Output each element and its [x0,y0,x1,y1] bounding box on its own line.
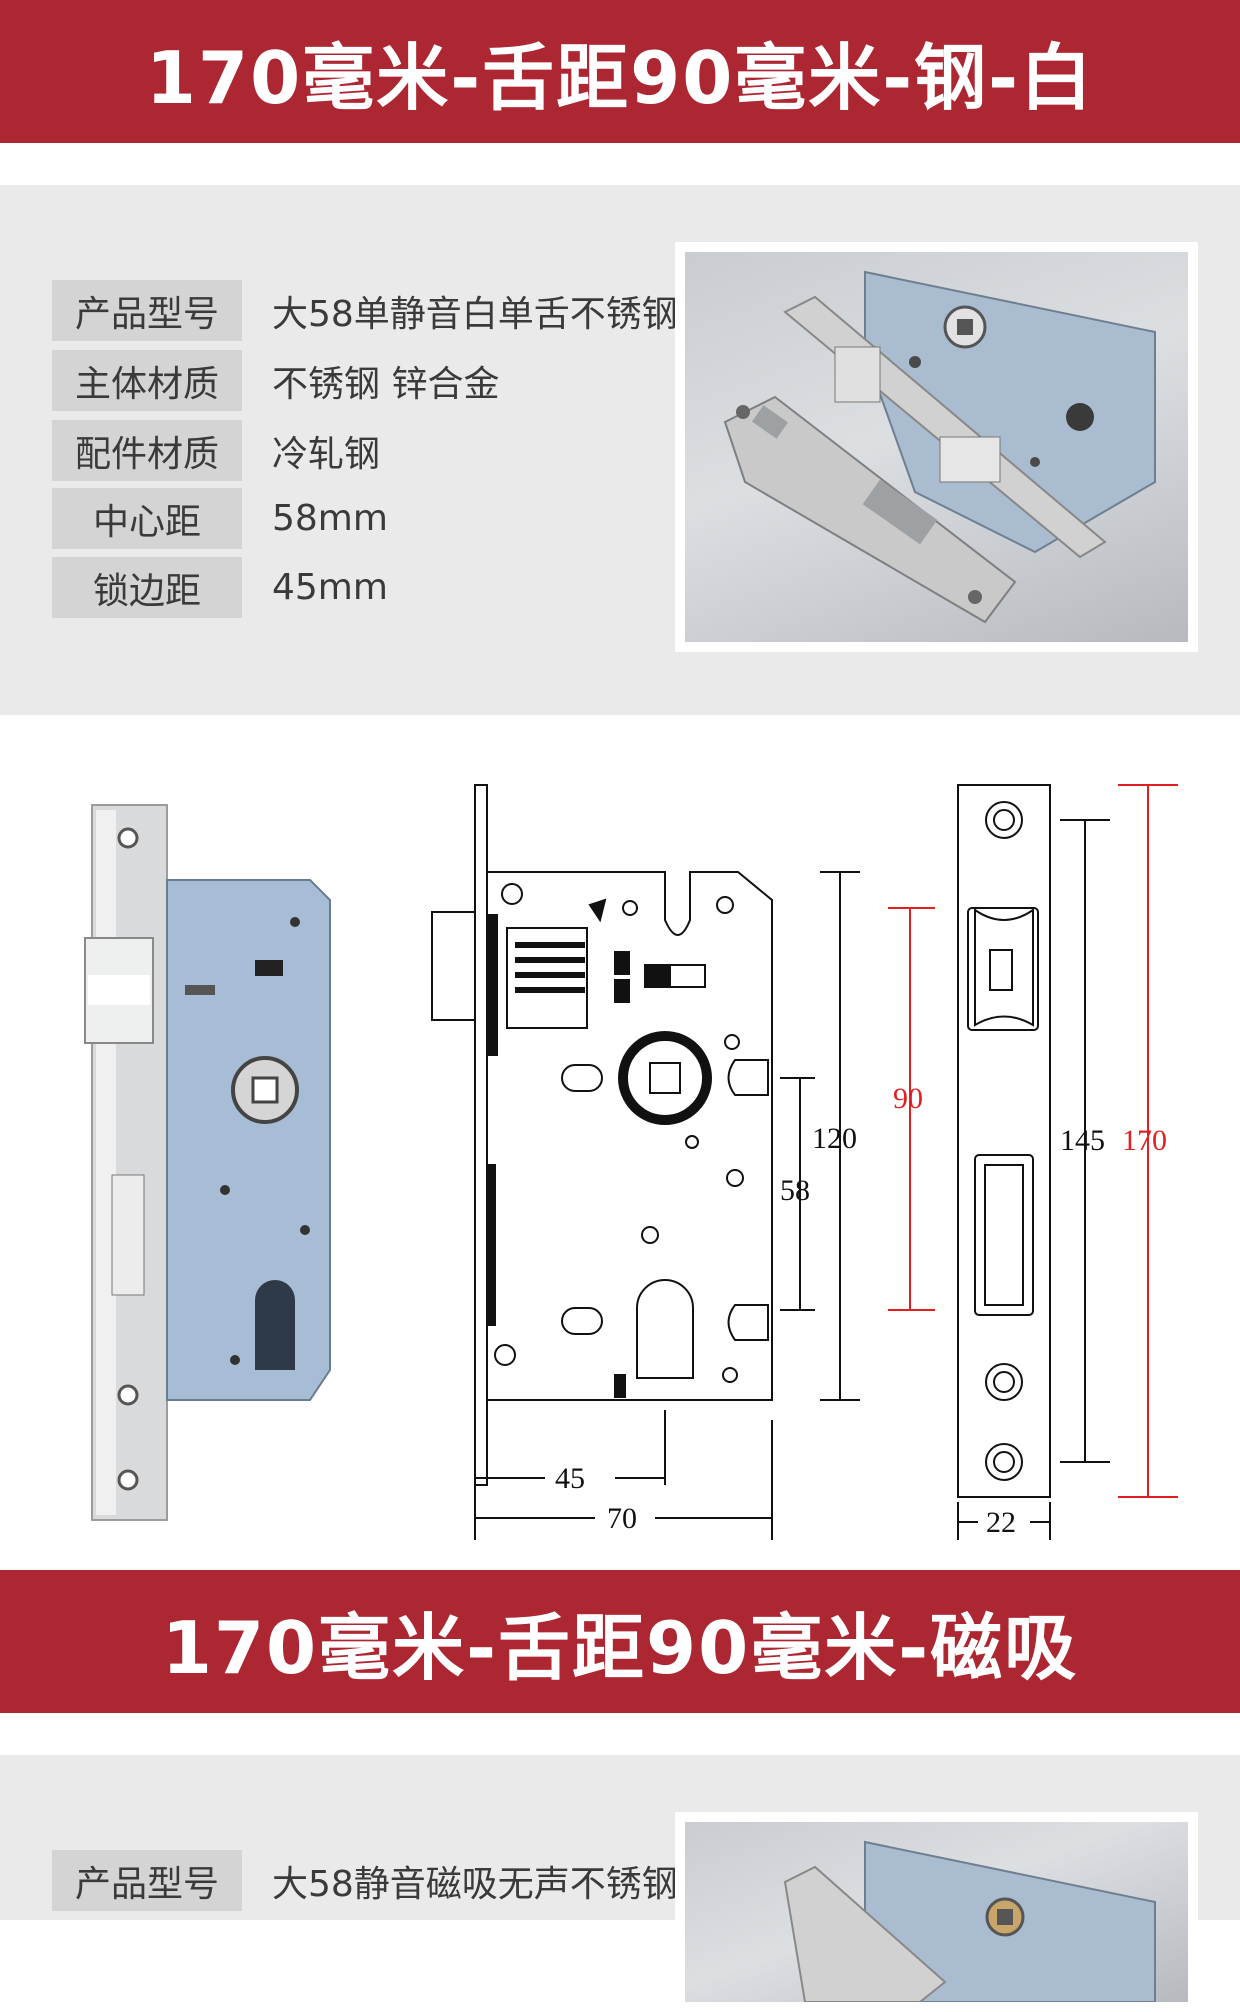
dim-145-label: 145 [1060,1124,1105,1157]
spec-label: 锁边距 [52,557,242,618]
spec-row-model: 产品型号 大58单静音白单舌不锈钢 [52,280,678,341]
technical-drawing: 120 58 90 145 170 45 70 22 [84,784,1178,1540]
product-photo [675,1812,1198,2012]
section1-spec-panel: 产品型号 大58单静音白单舌不锈钢 主体材质 不锈钢 锌合金 配件材质 冷轧钢 … [0,185,1240,715]
spec-value: 不锈钢 锌合金 [272,363,500,405]
spec-value: 58mm [272,498,388,539]
lock-body-diagram [431,784,773,1486]
section1-title-banner: 170毫米-舌距90毫米-钢-白 [0,0,1240,143]
lock-photo-image [685,252,1188,642]
spec-row-parts-material: 配件材质 冷轧钢 [52,420,380,481]
dim-70-label: 70 [607,1502,637,1535]
spec-label: 配件材质 [52,420,242,481]
dim-170-label: 170 [1122,1124,1167,1157]
spec-label: 中心距 [52,488,242,549]
spec-row-center-distance: 中心距 58mm [52,488,388,549]
dim-120-label: 120 [812,1122,857,1155]
dim-58-label: 58 [780,1174,810,1207]
lock-side-view [84,804,331,1521]
lock-photo-image [685,1822,1188,2002]
spec-value: 45mm [272,567,388,608]
spec-value: 大58静音磁吸无声不锈钢 [272,1863,678,1905]
section1-title: 170毫米-舌距90毫米-钢-白 [145,36,1095,120]
spec-row-body-material: 主体材质 不锈钢 锌合金 [52,350,499,411]
section2-spec-panel: 产品型号 大58静音磁吸无声不锈钢 [0,1755,1240,2012]
spec-label: 主体材质 [52,350,242,411]
spec-label: 产品型号 [52,1850,242,1911]
dim-90-label: 90 [893,1082,923,1115]
spec-row-model: 产品型号 大58静音磁吸无声不锈钢 [52,1850,678,1911]
dim-45-label: 45 [555,1462,585,1495]
spec-value: 冷轧钢 [272,433,381,475]
section2-title: 170毫米-舌距90毫米-磁吸 [161,1606,1079,1690]
spec-value: 大58单静音白单舌不锈钢 [272,293,678,335]
lock-photo-drawing [723,270,1156,624]
faceplate-diagram [957,784,1051,1498]
product-photo [675,242,1198,652]
dimension-lines [474,819,1110,1540]
dimension-lines-red [888,784,1178,1498]
spec-label: 产品型号 [52,280,242,341]
lock-photo-drawing [783,1840,1156,2002]
dim-22-label: 22 [986,1506,1016,1539]
section2-title-banner: 170毫米-舌距90毫米-磁吸 [0,1570,1240,1713]
spec-row-backset: 锁边距 45mm [52,557,388,618]
